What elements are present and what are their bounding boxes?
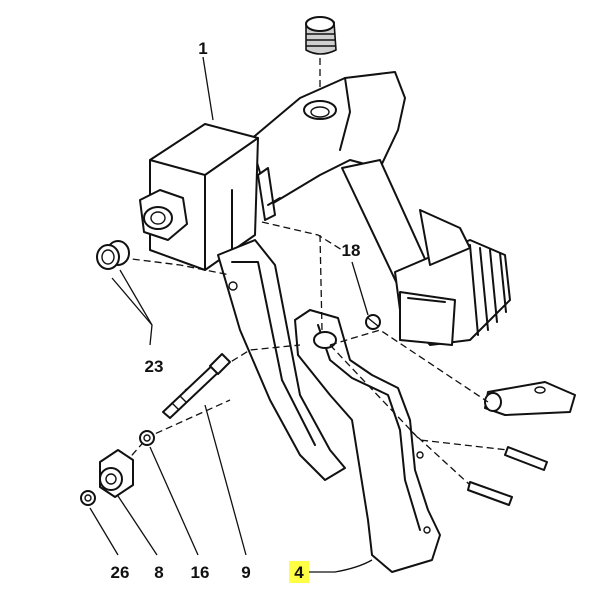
nut-8 xyxy=(99,449,134,498)
pin-rod-lower xyxy=(467,481,513,506)
leader-23b xyxy=(111,277,153,326)
leader-16 xyxy=(149,446,199,556)
clevis-pin xyxy=(484,381,576,416)
leader-1 xyxy=(202,56,214,121)
callout-9: 9 xyxy=(241,563,250,582)
leader-26 xyxy=(89,507,119,556)
assembly-line xyxy=(261,221,343,251)
assembly-line xyxy=(329,344,509,451)
leader-8 xyxy=(117,495,158,556)
callout-4-highlight xyxy=(289,561,309,583)
callout-4: 4 xyxy=(294,563,304,582)
plug-cap xyxy=(305,16,337,55)
assembly-line xyxy=(409,429,471,486)
callout-1: 1 xyxy=(198,39,207,58)
bolt-18 xyxy=(365,314,381,330)
callout-23: 23 xyxy=(145,357,164,376)
pedal-lever xyxy=(217,167,346,481)
washer-26 xyxy=(80,490,96,506)
washer-16 xyxy=(139,430,155,446)
pedal-arm-part-4 xyxy=(294,309,441,573)
leader-18 xyxy=(351,261,369,316)
assembly-line xyxy=(329,329,489,403)
master-cylinder xyxy=(341,159,511,346)
callout-16: 16 xyxy=(191,563,210,582)
pivot-bolt xyxy=(162,353,231,419)
callout-26: 26 xyxy=(111,563,130,582)
assembly-line xyxy=(319,234,323,331)
leader-4 xyxy=(308,559,373,573)
leader-23 xyxy=(119,269,153,346)
callout-18: 18 xyxy=(342,241,361,260)
hex-nut xyxy=(139,189,188,241)
callout-8: 8 xyxy=(154,563,163,582)
leader-9 xyxy=(204,404,247,556)
pin-rod-upper xyxy=(504,446,548,471)
bushing-23 xyxy=(96,240,130,270)
